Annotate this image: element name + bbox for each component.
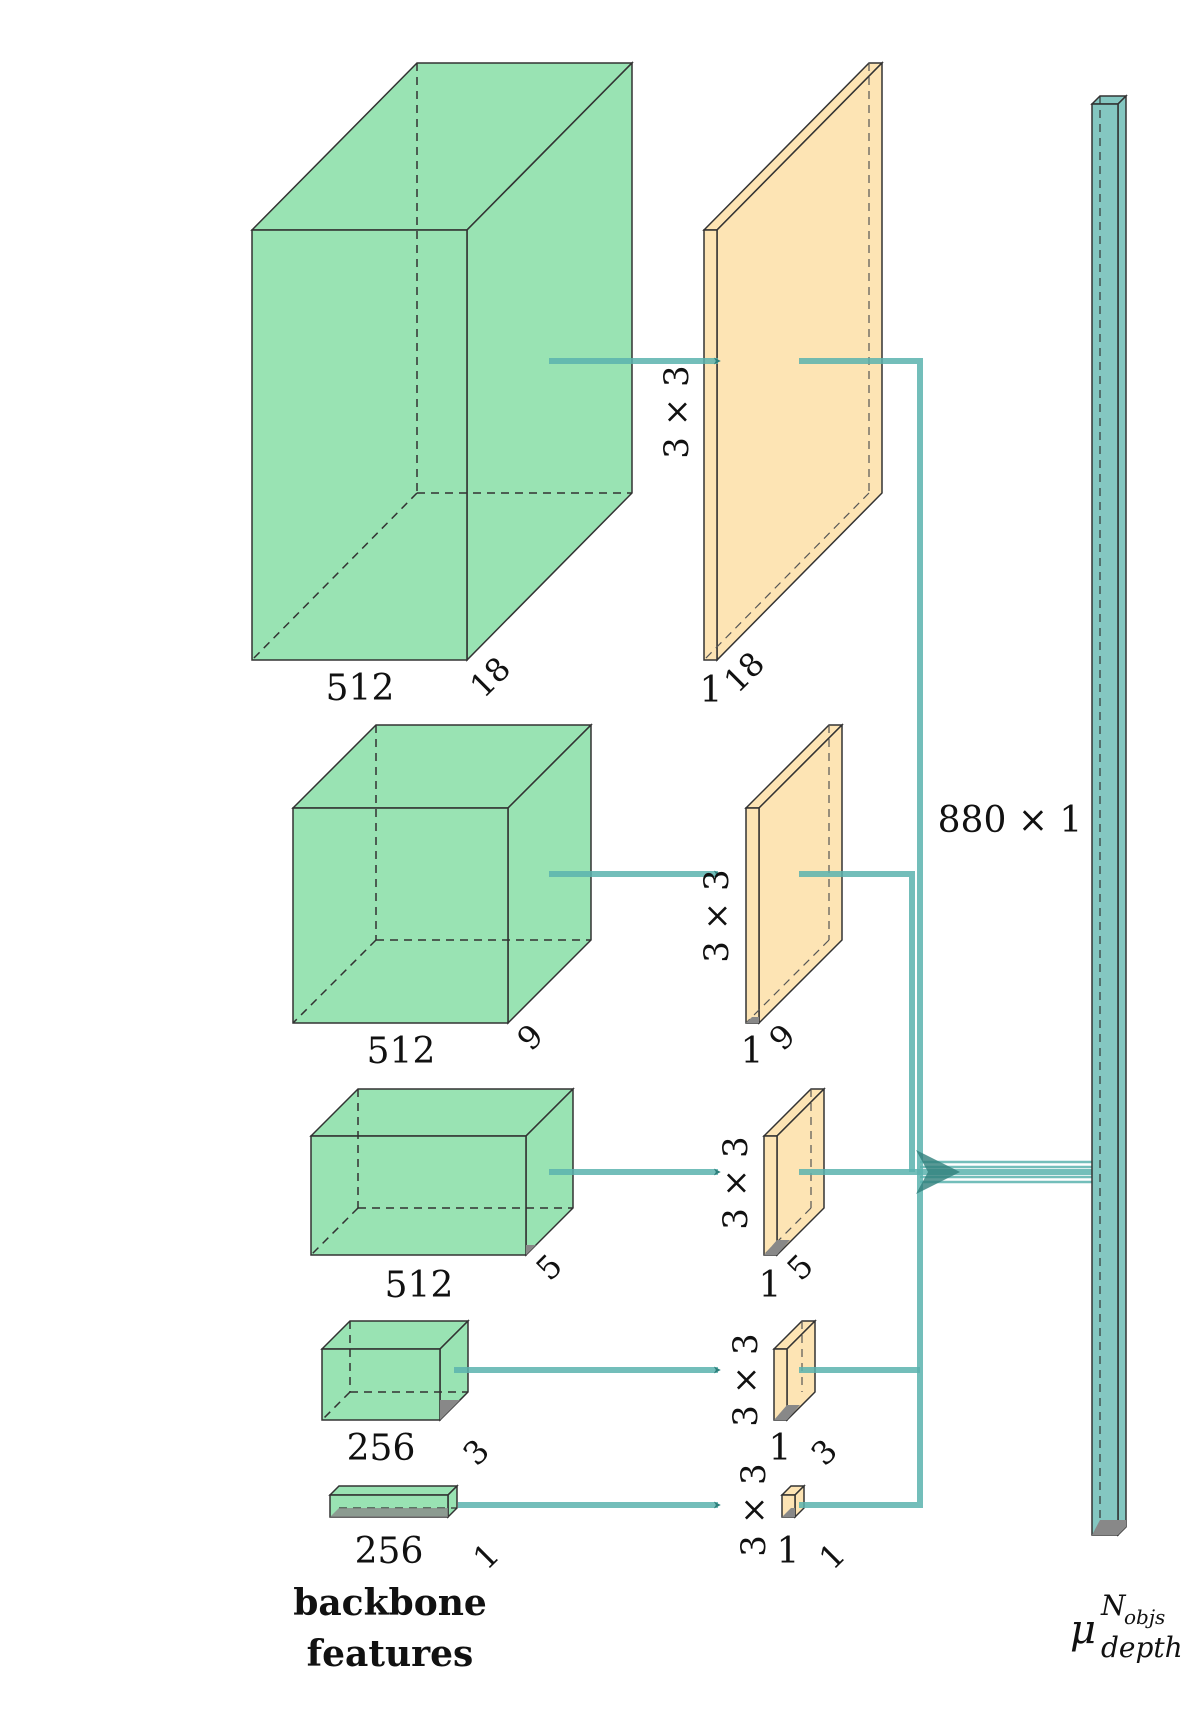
conv-layer-3	[762, 1087, 826, 1257]
level-1: 512 18 3 × 3 1 18	[250, 61, 884, 711]
conv-layer-5	[780, 1484, 806, 1519]
feature-block-5	[328, 1484, 459, 1519]
feature-width-label-2: 512	[367, 1031, 436, 1072]
feature-block-2	[291, 723, 593, 1025]
conv-width-label-1: 1	[700, 670, 723, 711]
kernel-label-4: 3 × 3	[726, 1333, 766, 1426]
level-5: 256 1 3 × 3 1 1	[328, 1463, 853, 1577]
feature-depth-label-5: 1	[466, 1536, 507, 1577]
output-symbol: μ N objs depth	[1070, 1589, 1183, 1664]
conv-width-label-4: 1	[769, 1428, 792, 1469]
conv-depth-label-3: 5	[780, 1247, 821, 1288]
output-size-label: 880 × 1	[938, 800, 1083, 841]
merge-arrowhead	[916, 1150, 960, 1194]
feature-width-label-3: 512	[385, 1265, 454, 1306]
feature-depth-label-1: 18	[462, 649, 518, 705]
feature-block-4	[320, 1319, 470, 1422]
kernel-label-1: 3 × 3	[657, 365, 697, 458]
output-vector	[1090, 94, 1128, 1537]
feature-width-label-5: 256	[355, 1531, 424, 1572]
conv-depth-label-5: 1	[812, 1536, 853, 1577]
conv-depth-label-2: 9	[762, 1017, 803, 1058]
level-3: 512 5 3 × 3 1 5	[309, 1087, 826, 1306]
output-superscript-sub: objs	[1124, 1605, 1165, 1629]
feature-depth-label-3: 5	[529, 1247, 570, 1288]
kernel-label-3: 3 × 3	[716, 1136, 756, 1229]
level-2: 512 9 3 × 3 1 9	[291, 723, 844, 1072]
output-superscript: N	[1100, 1589, 1127, 1622]
feature-depth-label-2: 9	[510, 1017, 551, 1058]
conv-width-label-5: 1	[777, 1531, 800, 1572]
feature-width-label-1: 512	[326, 668, 395, 709]
conv-width-label-2: 1	[741, 1031, 764, 1072]
kernel-label-5: 3 × 3	[734, 1463, 774, 1556]
kernel-label-2: 3 × 3	[697, 869, 737, 962]
conv-depth-label-4: 3	[804, 1432, 845, 1473]
output-subscript: depth	[1101, 1631, 1183, 1664]
level-4: 256 3 3 × 3 1 3	[320, 1319, 845, 1473]
backbone-caption-line-2: features	[307, 1633, 474, 1675]
output-symbol-mu: μ	[1070, 1607, 1096, 1653]
feature-depth-label-4: 3	[456, 1432, 497, 1473]
backbone-caption-line-1: backbone	[293, 1582, 487, 1624]
feature-block-3	[309, 1087, 575, 1257]
feature-width-label-4: 256	[347, 1428, 416, 1469]
conv-width-label-3: 1	[759, 1265, 782, 1306]
